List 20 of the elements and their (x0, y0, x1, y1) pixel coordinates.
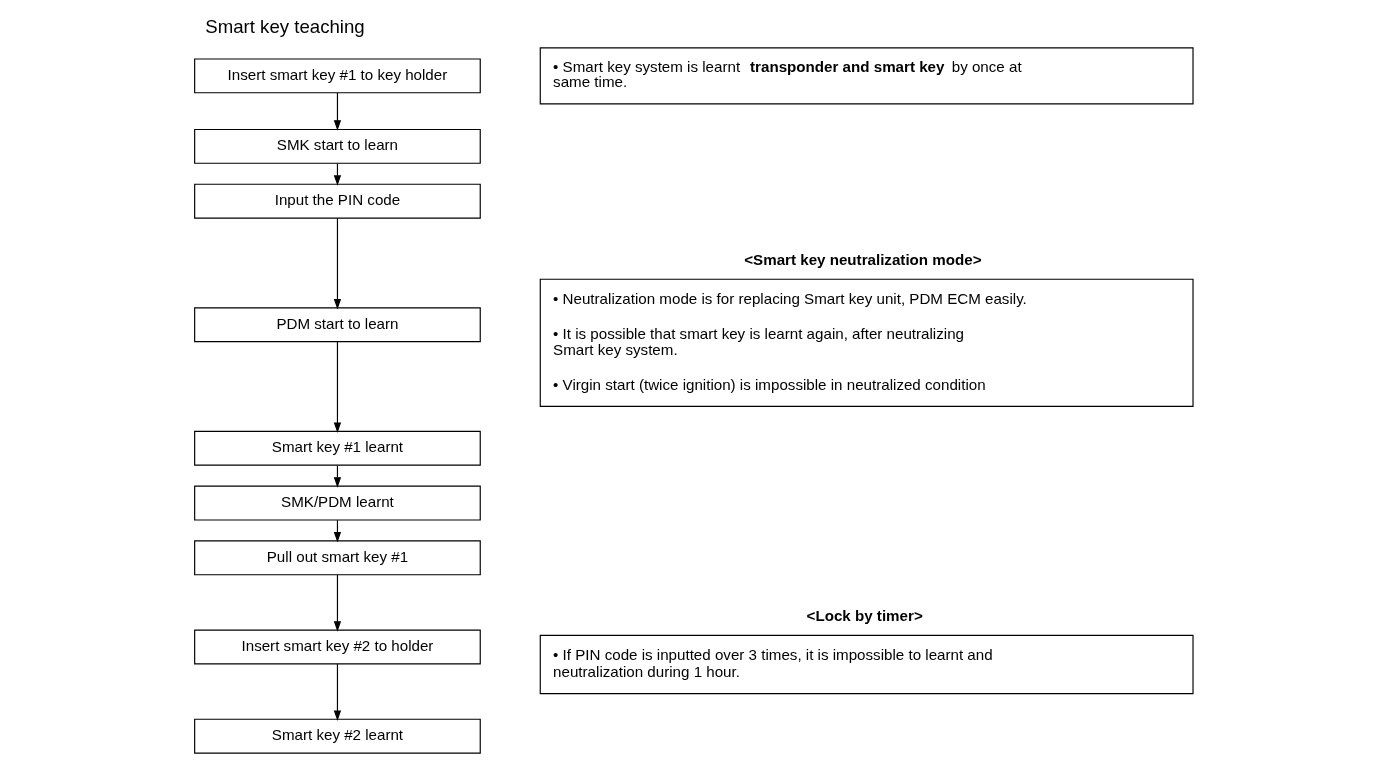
node-box: Smart key #1 learnt (193, 430, 481, 466)
node-box: Input the PIN code (193, 183, 481, 219)
node-box: SMK start to learn (193, 128, 481, 164)
node-box: PDM start to learn (193, 307, 481, 343)
node-box: Smart key #2 learnt (193, 718, 481, 754)
arrow (333, 574, 341, 632)
node-label: <Smart key neutralization mode> (743, 250, 982, 268)
node-box: Insert smart key #1 to key holder (193, 58, 481, 94)
node-box: Pull out smart key #1 (193, 540, 481, 576)
arrow (333, 341, 341, 434)
node-box: • If PIN code is inputted over 3 times, it is impossible to learnt and neutralization during 1 hour. (539, 634, 1194, 695)
diagram-title: Smart key teaching (204, 15, 365, 37)
node-box: • Neutralization mode is for replacing Smart key unit, PDM ECM easily. • It is possible that smart key is learnt again, after neutralizing Smart key system. • Virgin start (twice ignition) is impossible in neutralized condition (539, 278, 1194, 407)
arrow (333, 217, 341, 310)
arrow (333, 663, 341, 721)
node-box: SMK/PDM learnt (193, 485, 481, 521)
node-label: <Lock by timer> (806, 606, 923, 624)
node-box: • Smart key system is learnt transponder and smart key by once at same time. (539, 47, 1194, 105)
node-box: Insert smart key #2 to holder (193, 629, 481, 665)
arrow (333, 92, 341, 131)
